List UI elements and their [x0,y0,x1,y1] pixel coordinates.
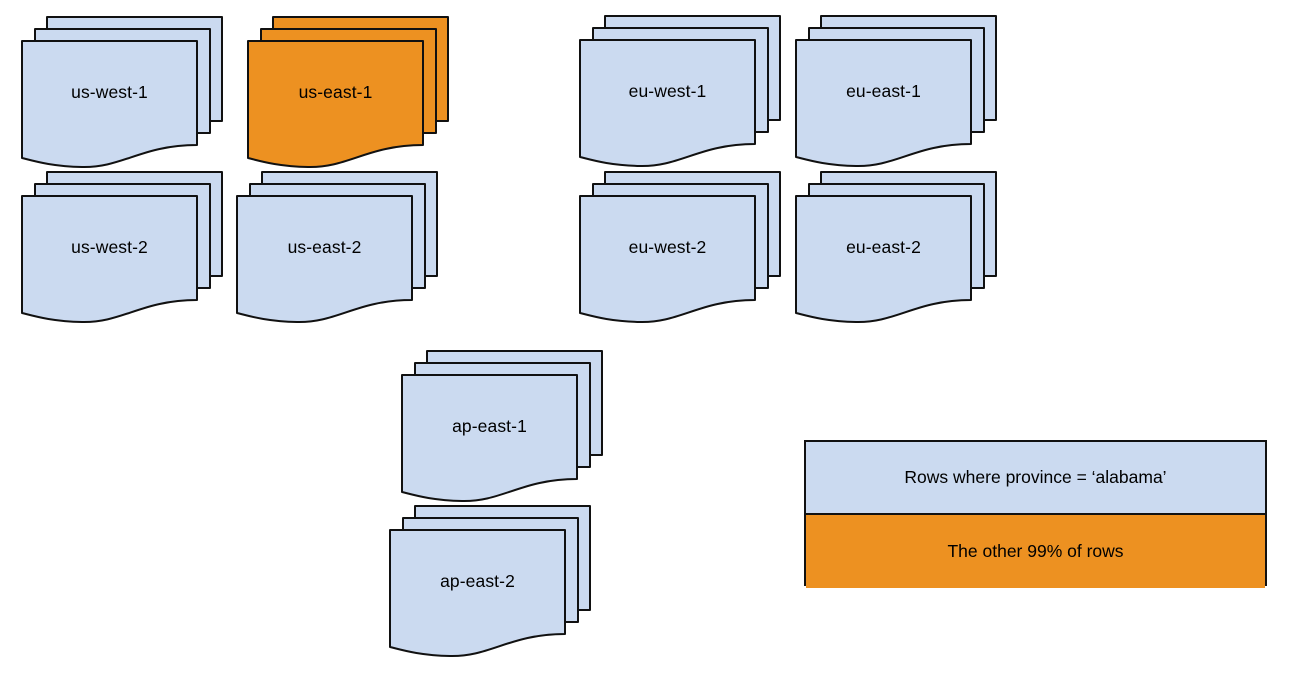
document-stack-us-west-1[interactable]: us-west-1 [21,16,252,182]
document-stack-shapes [21,171,223,324]
document-stack-eu-west-2[interactable]: eu-west-2 [579,171,810,337]
legend-row-other-rows: The other 99% of rows [806,515,1265,588]
document-stack-eu-east-2[interactable]: eu-east-2 [795,171,1026,337]
document-sheet-front [579,39,756,168]
document-sheet-front [389,529,566,658]
document-stack-us-east-1[interactable]: us-east-1 [247,16,478,182]
document-stack-shapes [389,505,591,658]
document-sheet-front [579,195,756,324]
legend: Rows where province = ‘alabama’ The other… [804,440,1267,588]
document-sheet-front [247,40,424,169]
document-stack-shapes [247,16,449,169]
document-sheet-front [21,195,198,324]
legend-label: The other 99% of rows [947,541,1124,561]
document-stack-shapes [236,171,438,324]
document-stack-shapes [401,350,603,503]
document-sheet-front [236,195,413,324]
document-stack-eu-west-1[interactable]: eu-west-1 [579,15,810,181]
legend-row-alabama-rows: Rows where province = ‘alabama’ [806,442,1265,515]
document-sheet-front [401,374,578,503]
document-stack-us-west-2[interactable]: us-west-2 [21,171,252,337]
document-stack-shapes [21,16,223,169]
document-stack-shapes [795,171,997,324]
document-sheet-front [795,39,972,168]
document-sheet-front [795,195,972,324]
document-stack-us-east-2[interactable]: us-east-2 [236,171,467,337]
document-stack-ap-east-1[interactable]: ap-east-1 [401,350,632,516]
document-sheet-front [21,40,198,169]
document-stack-shapes [579,171,781,324]
document-stack-shapes [795,15,997,168]
legend-label: Rows where province = ‘alabama’ [904,467,1167,487]
document-stack-eu-east-1[interactable]: eu-east-1 [795,15,1026,181]
document-stack-shapes [579,15,781,168]
document-stack-ap-east-2[interactable]: ap-east-2 [389,505,620,671]
